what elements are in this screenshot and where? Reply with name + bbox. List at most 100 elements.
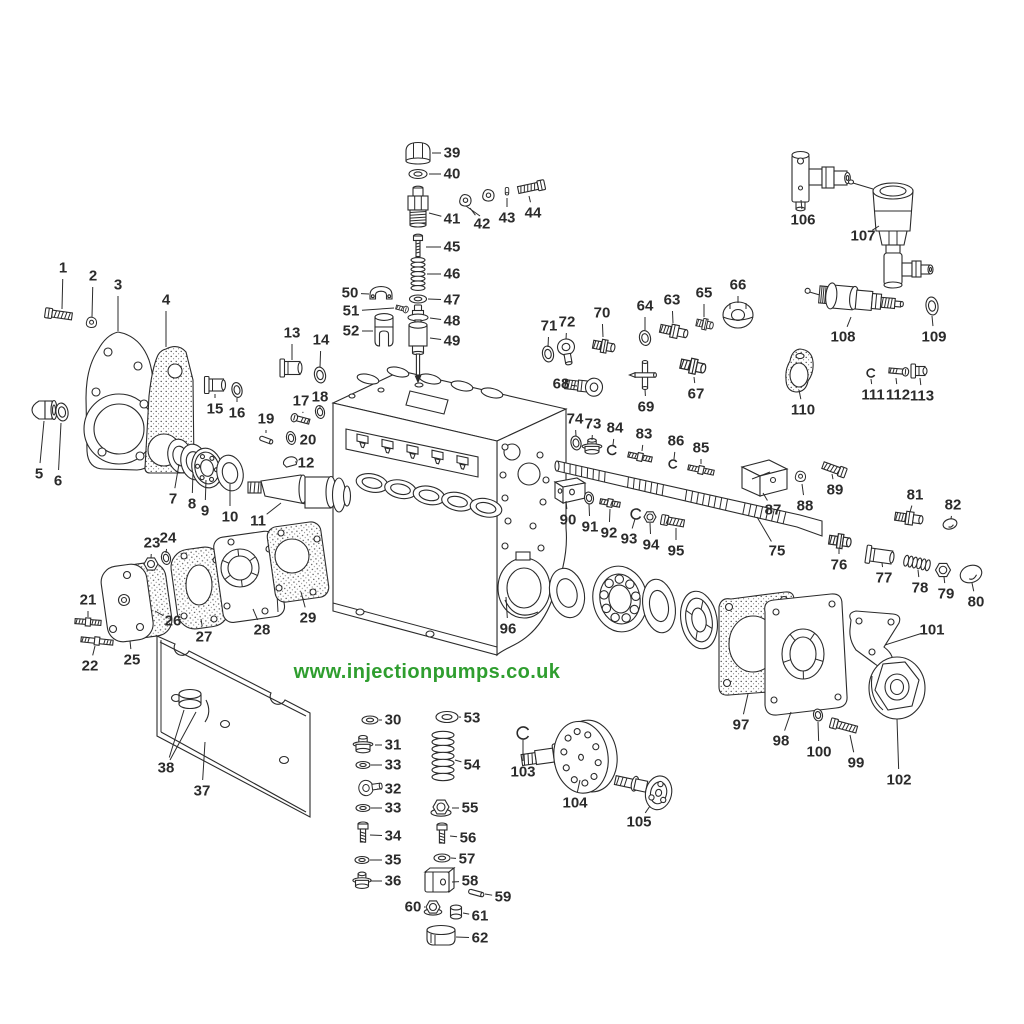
callout-105: 105 xyxy=(626,805,652,831)
callout-44: 44 xyxy=(525,195,542,222)
callout-61: 61 xyxy=(462,908,488,925)
part-number-27: 27 xyxy=(196,629,213,646)
part-number-109: 109 xyxy=(921,329,946,346)
callout-26: 26 xyxy=(154,610,181,630)
part-number-8: 8 xyxy=(188,496,196,513)
part-number-2: 2 xyxy=(89,268,97,285)
callout-83: 83 xyxy=(636,426,653,452)
part-number-4: 4 xyxy=(162,292,171,309)
callout-76: 76 xyxy=(831,549,848,574)
callout-86: 86 xyxy=(668,433,684,460)
part-number-83: 83 xyxy=(636,426,653,443)
part-stud-21 xyxy=(74,617,102,627)
part-number-97: 97 xyxy=(733,717,750,734)
part-number-37: 37 xyxy=(194,783,211,800)
part-bearing-9-row xyxy=(592,565,648,633)
part-number-51: 51 xyxy=(343,303,360,320)
part-number-76: 76 xyxy=(831,557,848,574)
part-clip-86 xyxy=(668,459,678,469)
part-number-7: 7 xyxy=(169,491,177,508)
part-tee-69 xyxy=(628,359,657,391)
callout-31: 31 xyxy=(375,737,401,754)
part-number-23: 23 xyxy=(144,535,161,552)
callout-5: 5 xyxy=(35,420,45,483)
part-number-28: 28 xyxy=(254,622,271,639)
part-number-55: 55 xyxy=(462,800,479,817)
callout-54: 54 xyxy=(454,757,481,774)
callout-112: 112 xyxy=(886,377,910,404)
callout-64: 64 xyxy=(637,298,654,330)
callout-69: 69 xyxy=(638,388,655,416)
callout-85: 85 xyxy=(693,440,709,464)
part-number-112: 112 xyxy=(886,387,910,404)
part-number-66: 66 xyxy=(730,277,747,294)
part-washer-64 xyxy=(638,330,652,346)
part-number-16: 16 xyxy=(229,405,246,422)
callout-45: 45 xyxy=(426,239,460,256)
part-number-54: 54 xyxy=(464,757,481,774)
part-mounting-plate-3 xyxy=(83,331,155,471)
part-plug-15 xyxy=(203,375,227,395)
part-number-50: 50 xyxy=(342,285,359,302)
callout-32: 32 xyxy=(377,781,401,798)
part-number-9: 9 xyxy=(201,503,209,520)
part-end-plate-98 xyxy=(764,593,848,716)
callout-11: 11 xyxy=(250,502,282,530)
part-number-81: 81 xyxy=(907,487,924,504)
part-number-48: 48 xyxy=(444,313,461,330)
callout-36: 36 xyxy=(370,873,401,890)
part-screw-17 xyxy=(290,412,311,425)
part-number-90: 90 xyxy=(560,512,577,529)
callout-103: 103 xyxy=(510,740,536,781)
callout-33: 33 xyxy=(371,800,401,817)
part-number-41: 41 xyxy=(444,211,461,228)
part-number-80: 80 xyxy=(968,594,985,611)
callout-56: 56 xyxy=(449,830,476,847)
callout-87: 87 xyxy=(762,492,781,519)
part-ring-10 xyxy=(216,454,244,492)
part-number-15: 15 xyxy=(207,401,224,418)
callout-41: 41 xyxy=(428,211,461,228)
part-washer-53 xyxy=(435,710,459,724)
part-clip-2 xyxy=(85,316,98,329)
part-number-22: 22 xyxy=(82,658,99,675)
part-number-75: 75 xyxy=(769,543,786,560)
part-nut-66 xyxy=(722,301,754,329)
part-number-72: 72 xyxy=(559,314,576,331)
part-washer-71 xyxy=(541,345,555,363)
part-number-63: 63 xyxy=(664,292,681,309)
callout-62: 62 xyxy=(455,930,488,947)
part-pin-59 xyxy=(468,888,485,898)
callout-49: 49 xyxy=(429,333,460,350)
part-bolt-34 xyxy=(357,821,369,843)
part-union-76 xyxy=(827,533,852,550)
callout-74: 74 xyxy=(567,411,584,437)
callout-78: 78 xyxy=(912,569,928,597)
part-side-panel-37-38 xyxy=(156,635,311,818)
part-union-70 xyxy=(591,338,616,354)
part-washer-35 xyxy=(354,855,370,865)
part-number-69: 69 xyxy=(638,399,655,416)
callout-91: 91 xyxy=(582,503,598,536)
part-number-13: 13 xyxy=(284,325,301,342)
callout-94: 94 xyxy=(643,522,660,554)
callout-28: 28 xyxy=(252,608,271,639)
callout-47: 47 xyxy=(427,292,460,309)
part-number-71: 71 xyxy=(541,318,558,335)
part-washer-24 xyxy=(160,551,172,565)
part-number-29: 29 xyxy=(300,610,317,627)
part-number-25: 25 xyxy=(124,652,141,669)
part-cap-82 xyxy=(942,518,958,530)
callout-4: 4 xyxy=(162,292,171,347)
part-washer-47 xyxy=(408,294,428,304)
callout-46: 46 xyxy=(427,266,460,283)
callout-98: 98 xyxy=(773,711,792,750)
part-screw-85 xyxy=(687,464,715,476)
callout-65: 65 xyxy=(696,285,712,317)
part-gasket-110 xyxy=(785,348,814,393)
part-number-5: 5 xyxy=(35,466,43,483)
part-number-31: 31 xyxy=(385,737,402,754)
